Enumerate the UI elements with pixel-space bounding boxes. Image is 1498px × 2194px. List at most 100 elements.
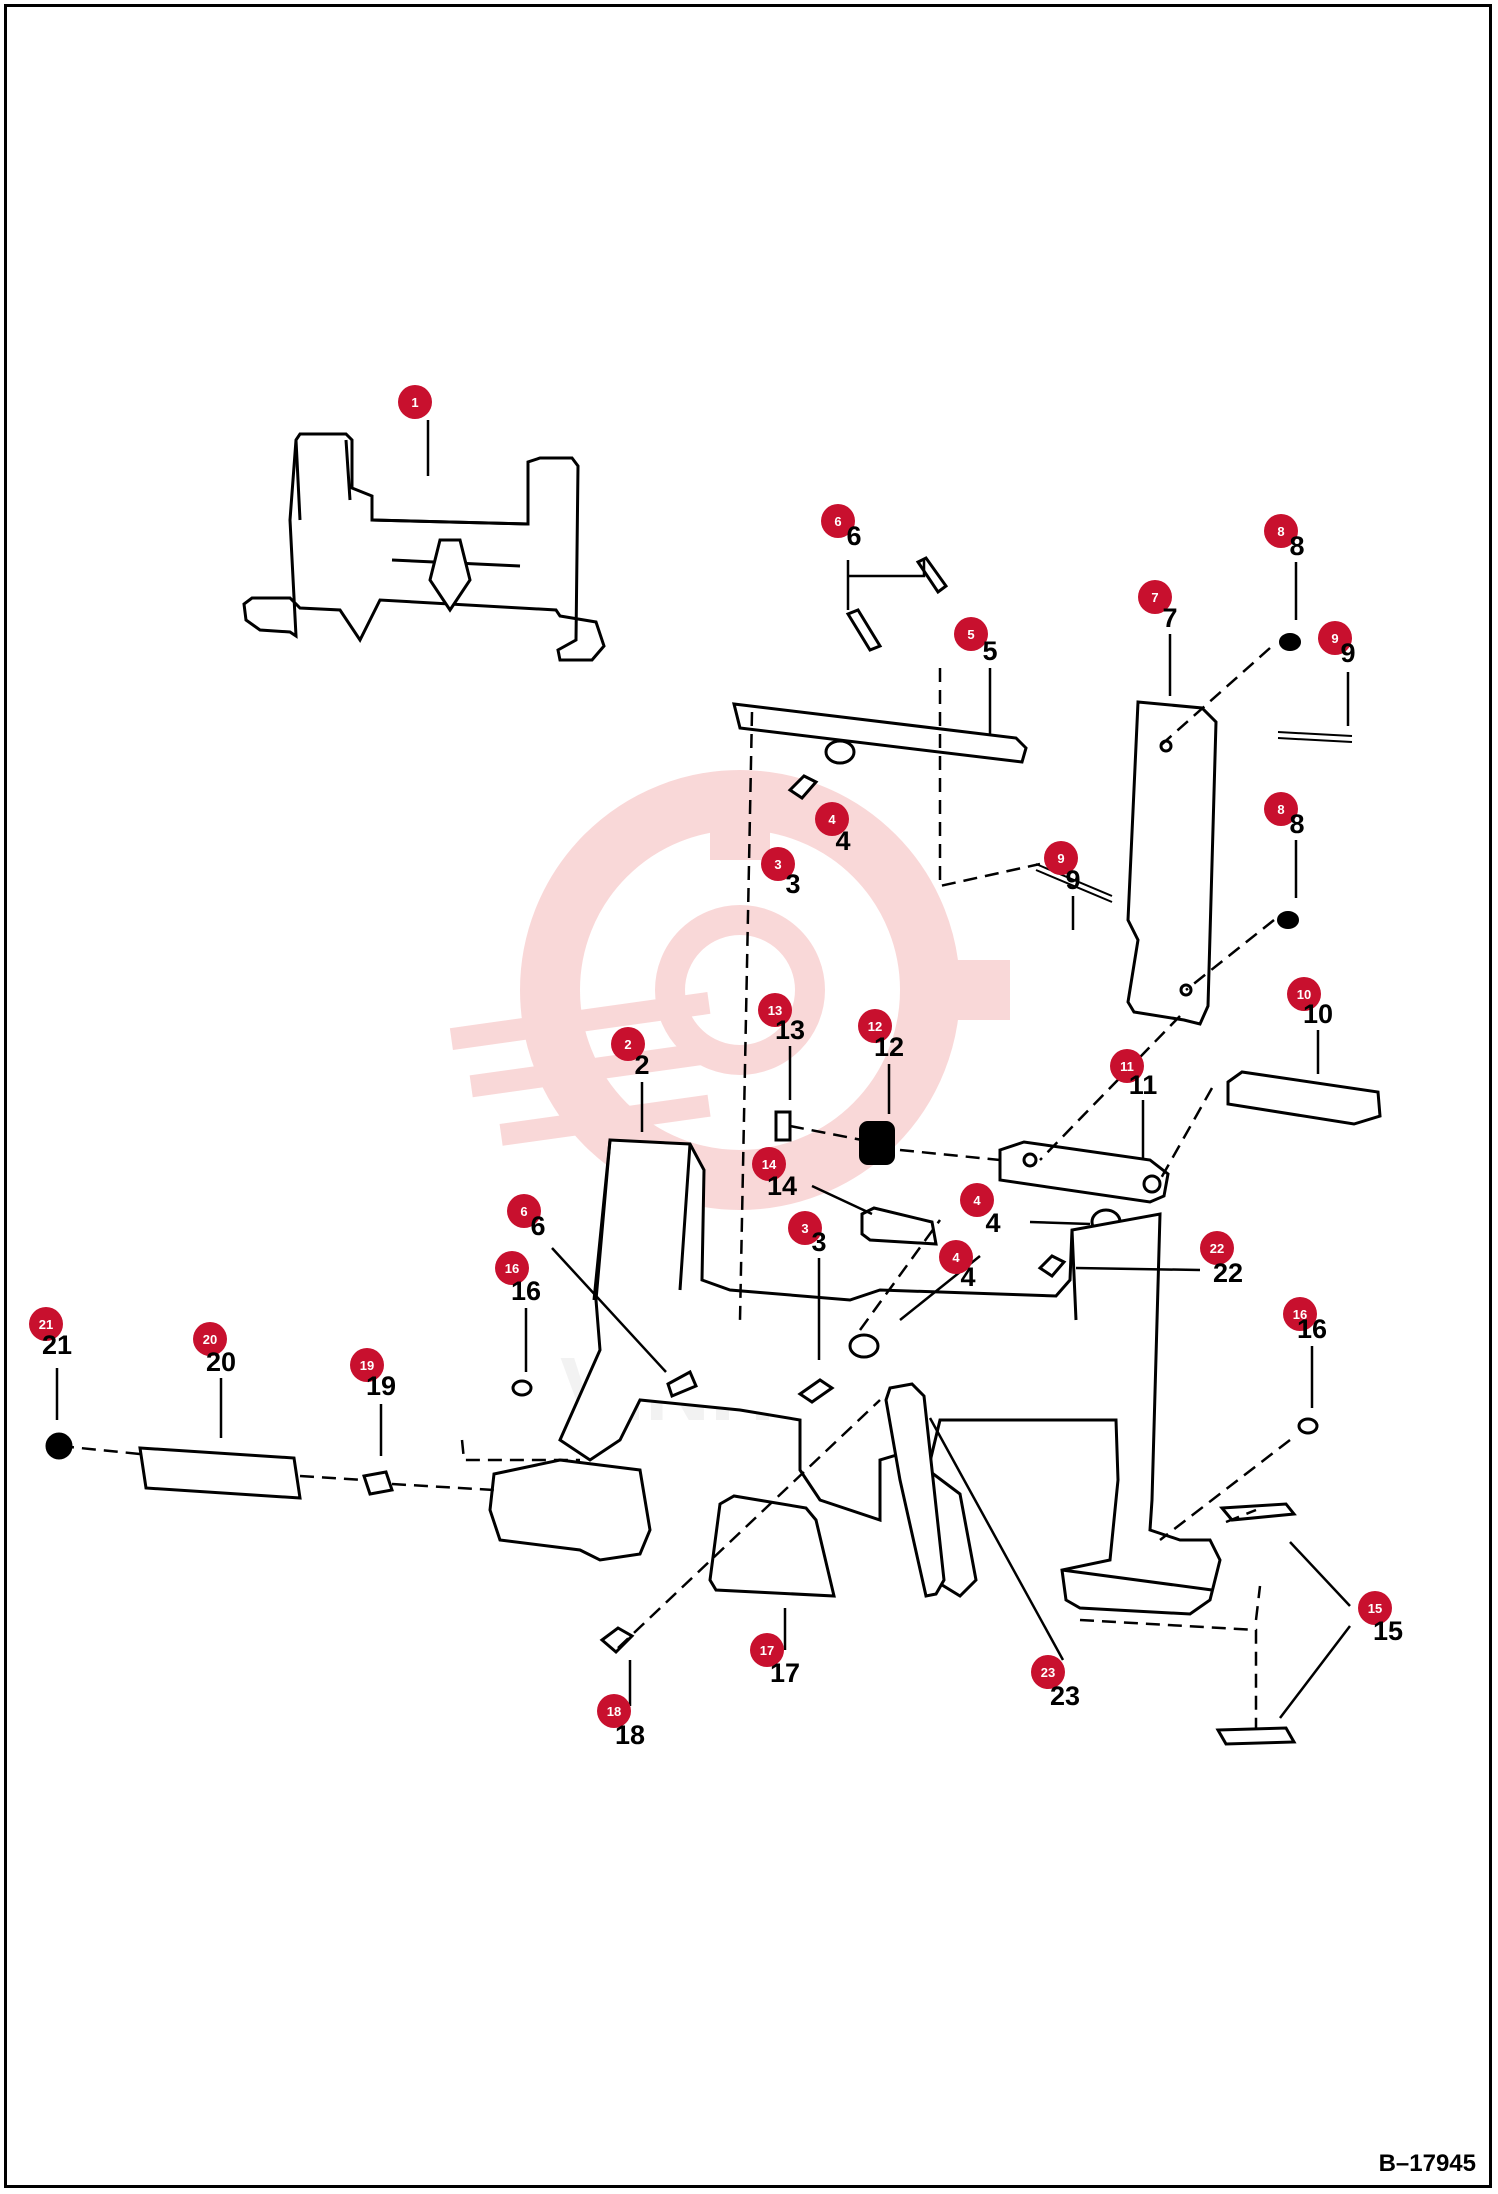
- callout-badge: [758, 993, 792, 1027]
- callout-9[interactable]: 99: [1044, 841, 1081, 895]
- callout-badge: [1044, 841, 1078, 875]
- part-number-label: 8: [1289, 809, 1304, 839]
- callout-badge-label: 18: [607, 1704, 621, 1719]
- callout-badge-label: 1: [411, 395, 418, 410]
- part-number-label: 9: [1340, 638, 1355, 668]
- callout-badge: [1138, 580, 1172, 614]
- callout-badge: [1283, 1297, 1317, 1331]
- callout-badge: [788, 1211, 822, 1245]
- part-number-label: 19: [366, 1371, 396, 1401]
- callout-badge: [1031, 1655, 1065, 1689]
- part-number-label: 13: [775, 1015, 805, 1045]
- callout-badge: [1264, 792, 1298, 826]
- callout-badge: [939, 1240, 973, 1274]
- callout-5[interactable]: 55: [954, 617, 998, 666]
- callout-badge-label: 16: [1293, 1307, 1307, 1322]
- callout-badge: [193, 1322, 227, 1356]
- part-number-label: 12: [874, 1032, 904, 1062]
- callout-4[interactable]: 44: [815, 802, 851, 856]
- callout-badge-label: 4: [973, 1193, 981, 1208]
- callout-badge: [597, 1694, 631, 1728]
- part-number-label: 3: [785, 869, 800, 899]
- callout-badge-label: 15: [1368, 1601, 1382, 1616]
- callout-badge: [960, 1183, 994, 1217]
- part-number-label: 4: [960, 1262, 975, 1292]
- part-2-main-frame: [488, 1138, 1222, 1616]
- callout-badge-label: 4: [952, 1250, 960, 1265]
- callout-2[interactable]: 22: [611, 1027, 650, 1080]
- part-number-label: 23: [1050, 1681, 1080, 1711]
- part-number-label: 17: [770, 1658, 800, 1688]
- callout-badge: [752, 1147, 786, 1181]
- callout-4[interactable]: 44: [939, 1240, 976, 1292]
- callout-badge: [954, 617, 988, 651]
- part-number-label: 5: [982, 636, 997, 666]
- callout-badge: [1110, 1049, 1144, 1083]
- callout-1[interactable]: 1: [398, 385, 432, 419]
- callout-7[interactable]: 77: [1138, 580, 1178, 633]
- part-23-lever: [884, 1382, 946, 1598]
- callout-badge: [821, 504, 855, 538]
- part-8-nuts: [1277, 633, 1301, 929]
- callout-badge-label: 20: [203, 1332, 217, 1347]
- callout-badge-label: 22: [1210, 1241, 1224, 1256]
- callout-badge-label: 19: [360, 1358, 374, 1373]
- callout-badge: [350, 1348, 384, 1382]
- part-number-label: 4: [835, 826, 850, 856]
- part-number-label: 22: [1213, 1258, 1243, 1288]
- callout-badge-label: 3: [801, 1221, 808, 1236]
- callout-badge-label: 9: [1057, 851, 1064, 866]
- part-number-label: 10: [1303, 999, 1333, 1029]
- callout-badge-label: 10: [1297, 987, 1311, 1002]
- parts-3-4-bolts-top: [787, 556, 949, 800]
- callout-badge-label: 8: [1277, 802, 1284, 817]
- part-number-label: 6: [530, 1211, 545, 1241]
- callout-badge-label: 4: [828, 812, 836, 827]
- part-1-mount-frame: [242, 432, 606, 662]
- part-number-label: 15: [1373, 1616, 1403, 1646]
- callout-4[interactable]: 44: [960, 1183, 1001, 1238]
- callout-badge-label: 11: [1120, 1059, 1134, 1074]
- callout-badge-label: 8: [1277, 524, 1284, 539]
- part-17-block: [708, 1494, 836, 1598]
- callout-badge: [495, 1251, 529, 1285]
- part-number-label: 2: [634, 1050, 649, 1080]
- part-number-label: 7: [1162, 603, 1177, 633]
- callout-badge-label: 14: [762, 1157, 777, 1172]
- part-number-label: 16: [1297, 1314, 1327, 1344]
- part-13-key: [774, 1110, 792, 1142]
- callout-badge-label: 2: [624, 1037, 631, 1052]
- callout-3[interactable]: 33: [761, 847, 801, 899]
- leader-lines: [55, 420, 1351, 1719]
- callout-badge: [1287, 977, 1321, 1011]
- callout-badge: [750, 1633, 784, 1667]
- callout-badge: [1264, 514, 1298, 548]
- callout-badge-label: 16: [505, 1261, 519, 1276]
- part-number-label: 8: [1289, 531, 1304, 561]
- part-10-bar: [1226, 1070, 1382, 1126]
- part-number-label: 9: [1065, 865, 1080, 895]
